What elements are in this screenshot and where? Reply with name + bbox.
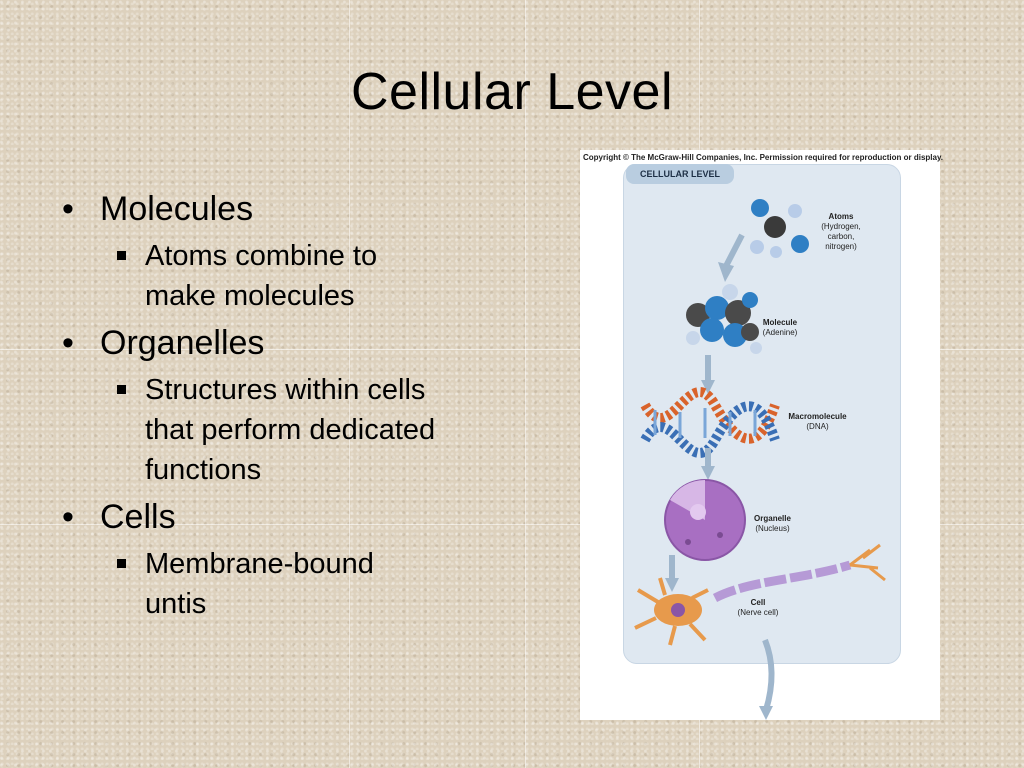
arrow-icon — [722, 233, 745, 270]
bullet-item: • Cells — [62, 496, 562, 538]
figure-illustration — [634, 199, 886, 720]
molecule-icon — [686, 284, 762, 354]
bullet-dot-icon: • — [62, 498, 74, 536]
sub-bullet-item: Structures within cells that perform dedi… — [62, 370, 562, 490]
bullet-item: • Molecules — [62, 188, 562, 230]
sub-bullet-line: Membrane-bound — [145, 548, 374, 580]
molecule-label: Molecule (Adenine) — [762, 318, 798, 337]
cell-label: Cell (Nerve cell) — [737, 598, 779, 617]
sub-bullet-item: Atoms combine to make molecules — [62, 236, 562, 316]
arrow-head-icon — [701, 380, 715, 394]
square-bullet-icon — [117, 559, 126, 568]
bullet-label: Molecules — [100, 190, 254, 228]
arrow-icon — [762, 638, 775, 711]
sub-bullet-line: Atoms combine to — [145, 240, 378, 272]
atoms-icon — [750, 199, 809, 258]
bullet-label: Organelles — [100, 324, 265, 362]
copyright-notice: Copyright © The McGraw-Hill Companies, I… — [583, 153, 944, 162]
tile-seam — [0, 524, 1024, 525]
tile-seam — [525, 0, 526, 768]
bullet-list: • Molecules Atoms combine to make molecule… — [62, 188, 562, 630]
organelle-label: Organelle (Nucleus) — [754, 514, 791, 533]
slide-title: Cellular Level — [350, 63, 674, 121]
arrow-head-icon — [665, 578, 679, 592]
arrow-head-icon — [718, 262, 734, 282]
bullet-item: • Organelles — [62, 322, 562, 364]
atoms-label: Atoms (Hydrogen, carbon, nitrogen) — [821, 212, 861, 251]
sub-bullet-line: that perform dedicated — [145, 414, 436, 446]
tile-seam — [349, 0, 350, 768]
bullet-label: Cells — [100, 498, 176, 536]
nucleus-icon — [664, 479, 746, 561]
sub-bullet-line: functions — [145, 454, 262, 486]
tile-seam — [0, 349, 1024, 350]
bullet-dot-icon: • — [62, 190, 74, 228]
sub-bullet-line: make molecules — [145, 280, 355, 312]
square-bullet-icon — [117, 385, 126, 394]
macromolecule-label: Macromolecule (DNA) — [788, 412, 847, 431]
dna-icon — [640, 387, 780, 458]
sub-bullet-line: Structures within cells — [145, 374, 426, 406]
square-bullet-icon — [117, 251, 126, 260]
arrow-head-icon — [701, 466, 715, 480]
sub-bullet-line: untis — [145, 588, 207, 620]
panel-title: CELLULAR LEVEL — [626, 164, 734, 184]
arrow-head-icon — [759, 706, 773, 720]
bullet-dot-icon: • — [62, 324, 74, 362]
cellular-level-figure: Copyright © The McGraw-Hill Companies, I… — [580, 150, 944, 720]
sub-bullet-item: Membrane-bound untis — [62, 544, 562, 624]
nerve-cell-icon — [634, 543, 886, 646]
